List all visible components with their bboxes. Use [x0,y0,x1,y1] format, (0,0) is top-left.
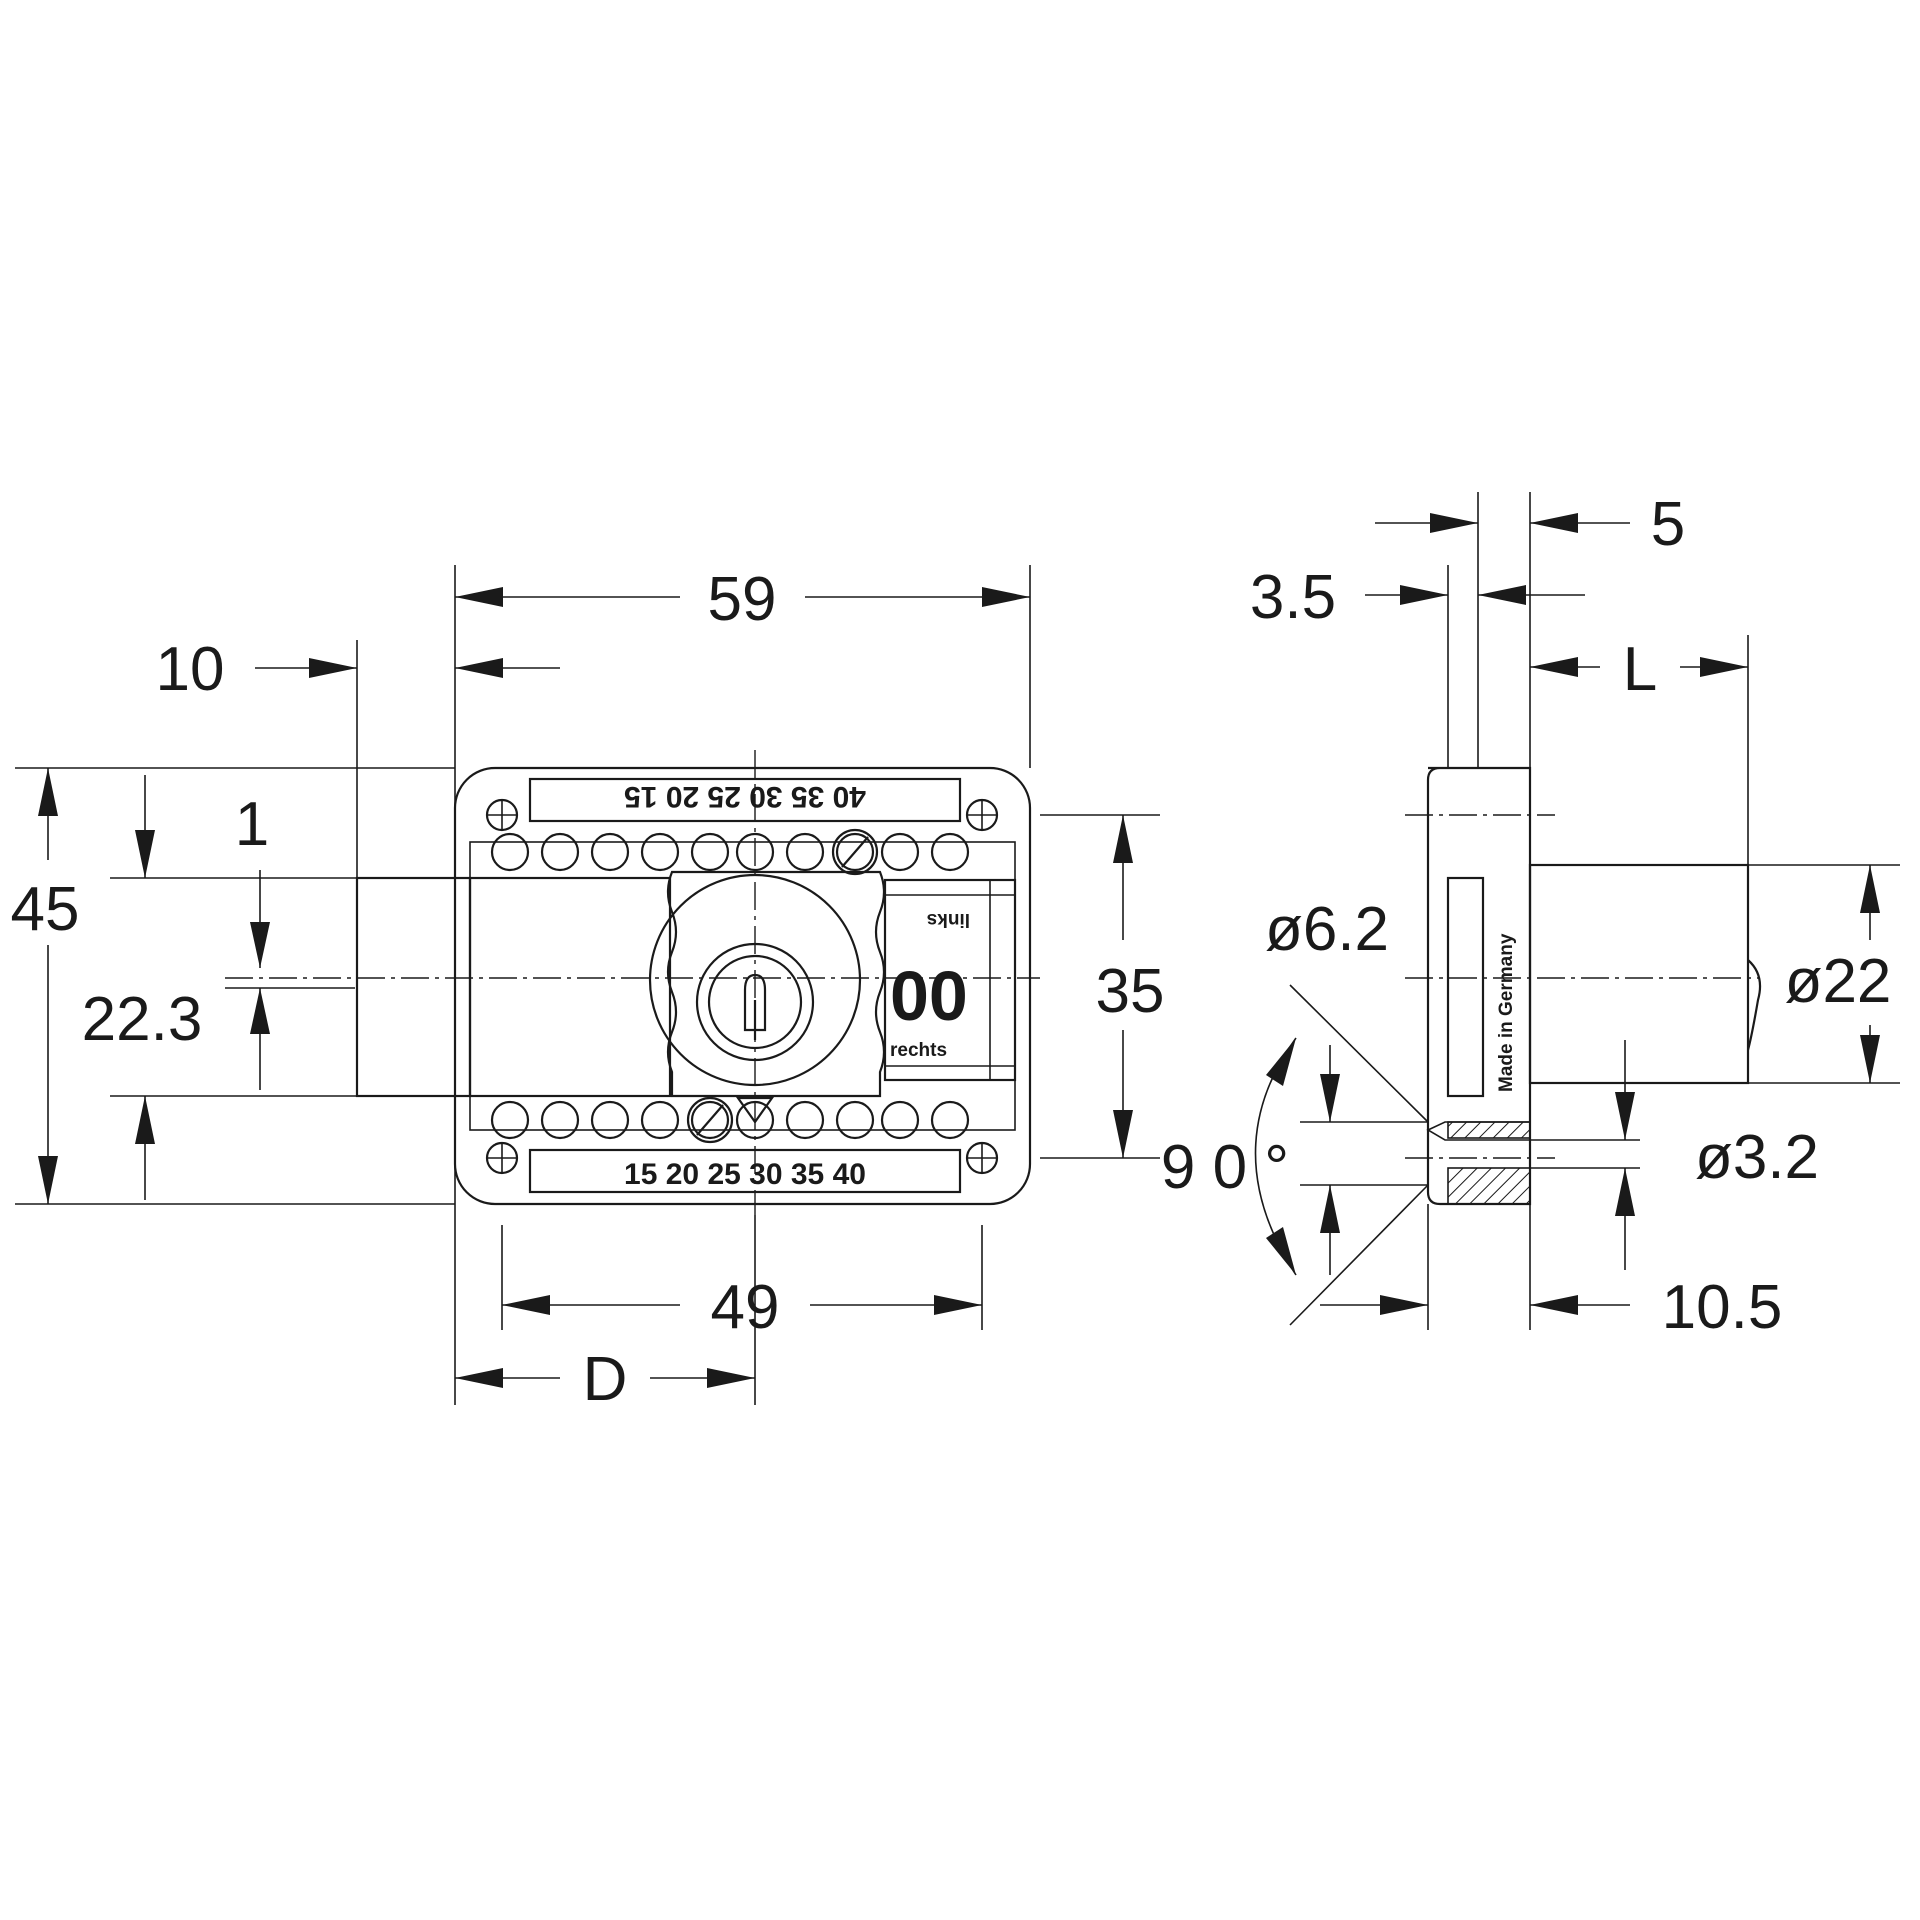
dim-35: 35 [1096,957,1165,1026]
dim-5: 5 [1651,490,1685,559]
bolt-channel [468,876,672,1098]
hatched-section-bottom [1447,1167,1531,1205]
cylinder-barrel [1528,863,1750,1085]
cylinder-housing [666,870,886,1098]
dim-dia-3-2: ø3.2 [1695,1123,1819,1192]
dim-dia-6-2: ø6.2 [1265,895,1389,964]
keyhole-icon [743,973,767,1032]
dim-d: D [583,1345,628,1414]
dim-10-5: 10.5 [1662,1273,1783,1342]
bottom-scale-strip [528,1148,962,1194]
dim-59: 59 [708,565,777,634]
top-scale-strip [528,777,962,823]
bottom-hole-row [490,1096,970,1144]
dim-10: 10 [156,635,225,704]
bottom-scale-text: 15 20 25 30 35 40 [624,1158,866,1191]
pointer-triangle-icon [735,1096,775,1124]
dim-1: 1 [235,790,269,859]
slotted-screw-icon [831,828,879,876]
top-scale-text: 40 35 30 25 20 15 [624,780,866,813]
side-dimensions: 5 3.5 L ø6.2 9 0 ° ø22 [1161,490,1900,1342]
top-hole-row [490,828,970,876]
dim-22-3: 22.3 [82,985,203,1054]
slotted-screw-icon [686,1096,734,1144]
dim-dia-22: ø22 [1785,947,1892,1016]
side-view: Made in Germany [1405,766,1762,1206]
made-in-germany: Made in Germany [1496,933,1517,1092]
dim-45: 45 [11,875,80,944]
dim-90-degrees: 9 0 ° [1161,1133,1289,1202]
counter-digits: 00 [890,957,968,1035]
dim-l: L [1623,635,1657,704]
bolt [355,876,472,1098]
links-label: links [927,909,970,930]
front-view: 40 35 30 25 20 15 15 20 25 30 35 40 [225,750,1040,1215]
dim-49: 49 [711,1273,780,1342]
corner-screw-holes [485,798,999,1175]
rechts-label: rechts [890,1040,947,1061]
hatched-section-top [1447,1121,1531,1139]
front-dimensions: 59 10 45 1 22.3 35 [11,565,1165,1414]
plate-slot [1446,876,1485,1098]
dim-3-5: 3.5 [1250,563,1336,632]
counter-window [883,878,1017,1082]
mounting-plate [1426,766,1532,1206]
